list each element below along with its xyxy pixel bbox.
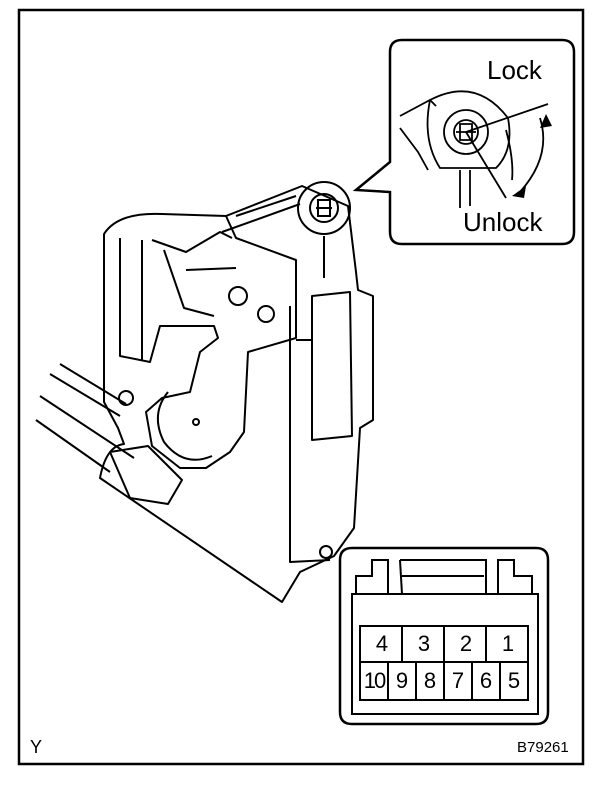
rotation-arrowhead-unlock <box>512 186 526 198</box>
unlock-label: Unlock <box>463 207 543 237</box>
pin-label: 5 <box>507 668 521 693</box>
door-lock-assembly <box>35 185 374 603</box>
pin-label: 10 <box>363 668 386 693</box>
pin-label: 4 <box>375 631 389 656</box>
pin-label: 1 <box>501 631 515 656</box>
lock-knob <box>297 181 351 278</box>
pin-label: 6 <box>479 668 493 693</box>
figure-border <box>17 8 585 766</box>
pin-label: 9 <box>395 668 409 693</box>
corner-letter: Y <box>30 737 43 757</box>
rotation-arrowhead-lock <box>540 114 552 128</box>
figure-id: B79261 <box>517 739 569 756</box>
connector <box>338 546 550 726</box>
pin-label: 7 <box>451 668 465 693</box>
pin-label: 2 <box>459 631 473 656</box>
callout-bubble <box>352 38 576 246</box>
pin-label: 8 <box>423 668 437 693</box>
lock-label: Lock <box>487 55 542 85</box>
pin-label: 3 <box>417 631 431 656</box>
